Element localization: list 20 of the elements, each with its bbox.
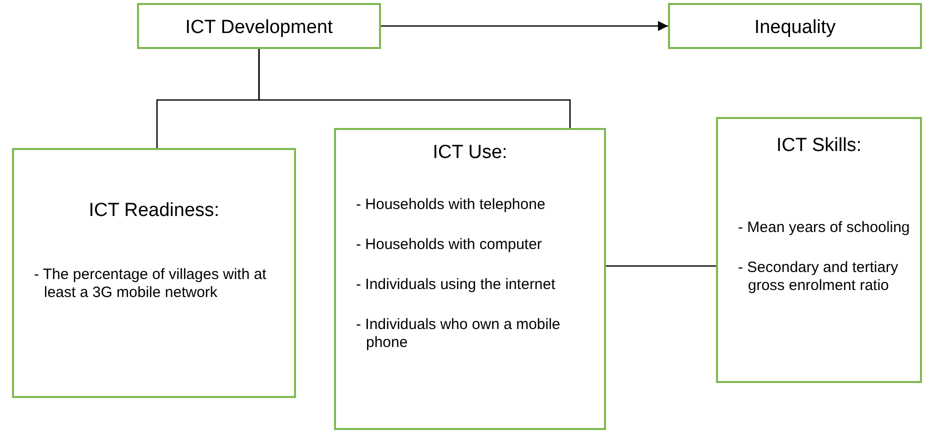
category-box: [12, 148, 296, 398]
list-item: - Secondary and tertiary gross enrolment ratio: [738, 259, 900, 295]
box-title: ICT Use:: [432, 142, 508, 164]
list-item: - The percentage of villages with at least a 3G mobile network: [34, 266, 268, 302]
concept-box: [668, 3, 922, 49]
box-title: ICT Skills:: [775, 135, 863, 157]
list-item: - Individuals who own a mobile phone: [356, 316, 562, 352]
connector-line: [258, 49, 571, 128]
connector-line: [606, 265, 716, 267]
list-item: - Households with computer: [356, 236, 543, 254]
box-title: ICT Development: [184, 17, 334, 39]
arrow: [381, 21, 668, 31]
list-item: - Households with telephone: [356, 196, 546, 214]
category-box: [716, 117, 922, 383]
box-title: ICT Readiness:: [88, 200, 220, 222]
concept-box: [137, 3, 381, 49]
box-title: Inequality: [753, 17, 837, 39]
list-item: - Mean years of schooling: [738, 219, 911, 237]
list-item: - Individuals using the internet: [356, 276, 556, 294]
category-box: [334, 128, 606, 430]
